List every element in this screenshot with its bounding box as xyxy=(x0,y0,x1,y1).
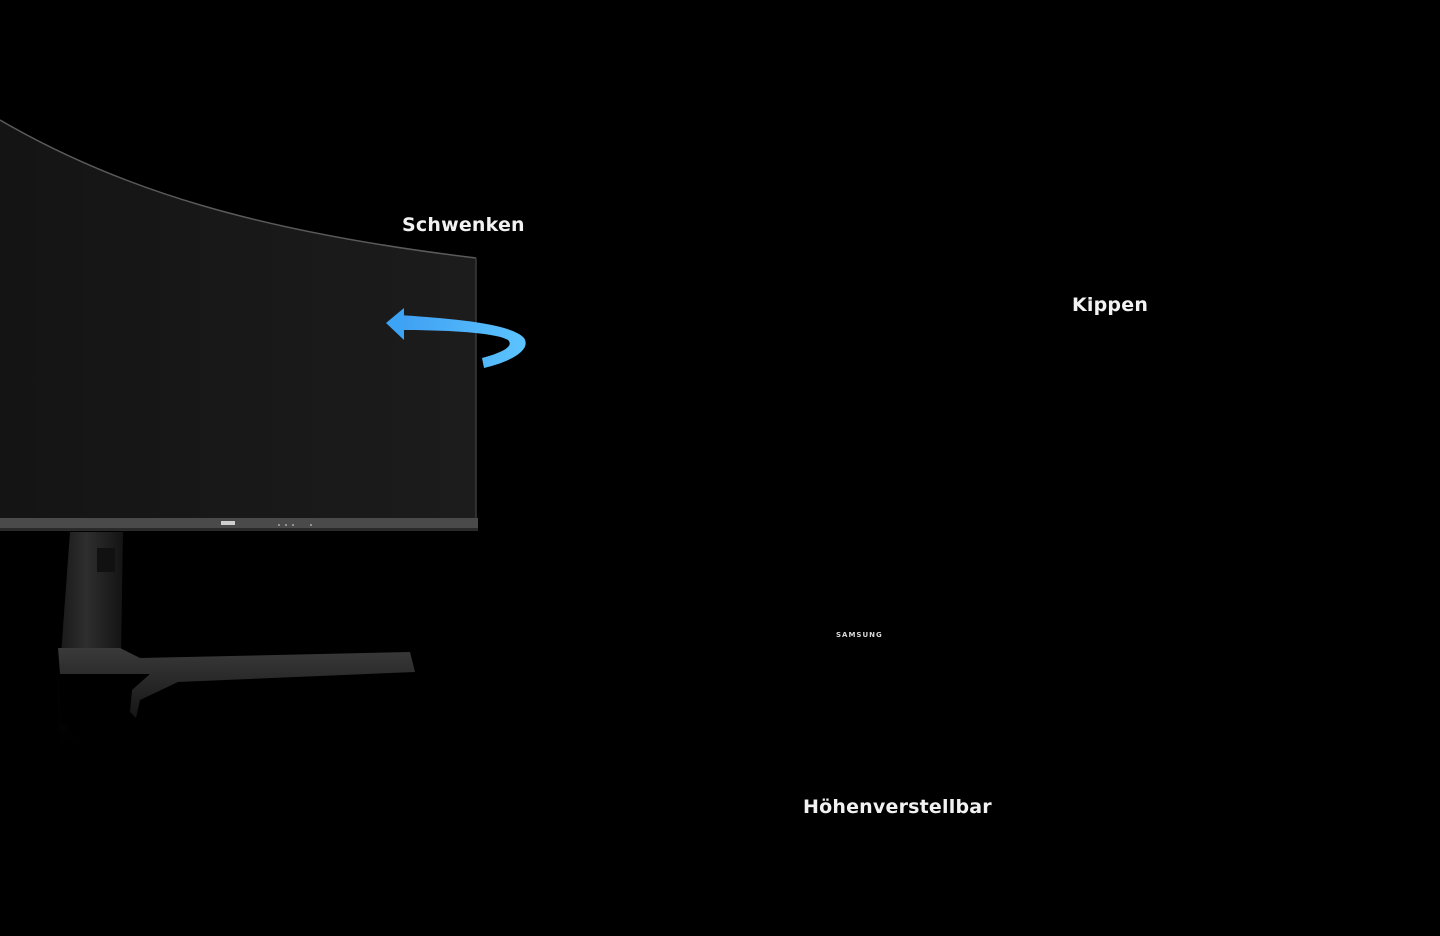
monitor-swivel-view xyxy=(0,119,478,760)
swivel-arrow-icon xyxy=(386,308,526,368)
feature-label-height: Höhenverstellbar xyxy=(803,796,992,818)
samsung-logo: SAMSUNG xyxy=(836,631,883,639)
feature-label-swivel: Schwenken xyxy=(402,214,525,236)
feature-label-tilt: Kippen xyxy=(1072,294,1149,316)
